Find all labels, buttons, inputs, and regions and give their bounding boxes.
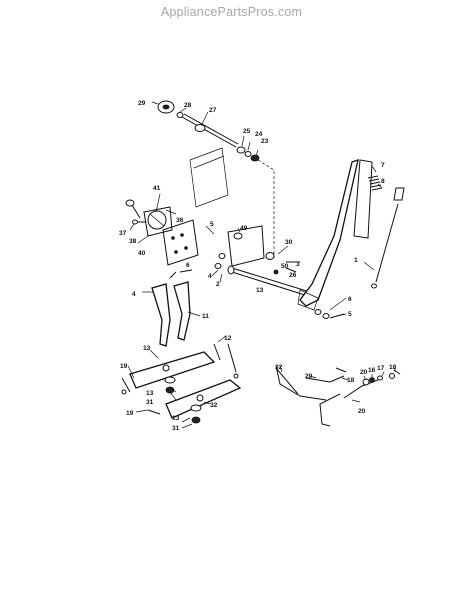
callout: 4 xyxy=(132,291,136,298)
callout: 32 xyxy=(210,402,218,409)
lower-rod-assembly xyxy=(275,365,401,427)
callout: 20 xyxy=(305,373,313,380)
callout: 11 xyxy=(202,313,209,320)
callout: 41 xyxy=(153,185,161,192)
callout: 5 xyxy=(348,311,352,318)
callout: 13 xyxy=(143,345,151,352)
callout: 29 xyxy=(138,100,146,107)
callout: 13 xyxy=(256,287,264,294)
callout: 12 xyxy=(224,335,232,342)
callout: 20 xyxy=(358,408,366,415)
lift-links xyxy=(151,269,193,347)
callout: 31 xyxy=(146,399,154,406)
callout: 37 xyxy=(119,230,127,237)
center-bracket xyxy=(214,225,275,269)
callout: 2 xyxy=(216,281,220,288)
callout: 28 xyxy=(184,102,192,109)
watermark: AppliancePartsPros.com xyxy=(160,5,303,19)
callout: 19 xyxy=(120,363,128,370)
callout: 17 xyxy=(377,365,385,372)
callout: 27 xyxy=(209,107,217,114)
callout: 40 xyxy=(138,250,146,257)
callout: 3 xyxy=(296,261,300,268)
callout: 16 xyxy=(368,367,376,374)
callout: 36 xyxy=(176,217,184,224)
callout: 4 xyxy=(208,273,212,280)
callout: 7 xyxy=(381,162,385,169)
callout: 13 xyxy=(172,415,180,422)
callout: 50 xyxy=(281,263,289,270)
callout: 20 xyxy=(360,369,368,376)
leader-lines xyxy=(127,101,397,429)
lift-arm-upper xyxy=(121,343,221,395)
spring-and-rod xyxy=(367,175,405,289)
callout: 30 xyxy=(285,239,293,246)
callout: 31 xyxy=(172,425,180,432)
callout-labels: 29 28 27 25 24 23 7 8 41 37 36 38 40 5 4… xyxy=(119,100,397,432)
callout: 25 xyxy=(243,128,251,135)
callout: 49 xyxy=(240,225,248,232)
left-bracket xyxy=(125,199,199,266)
lift-arm-lower xyxy=(147,343,242,424)
callout: 1 xyxy=(354,257,358,264)
callout: 23 xyxy=(261,138,269,145)
callout: 6 xyxy=(348,296,352,303)
callout: 19 xyxy=(126,410,134,417)
callout: 5 xyxy=(210,221,214,228)
callout: 18 xyxy=(347,377,355,384)
callout: 26 xyxy=(289,272,297,279)
callout: 24 xyxy=(255,131,263,138)
lift-lever xyxy=(297,159,373,319)
callout: 8 xyxy=(381,178,385,185)
callout: 6 xyxy=(186,262,190,269)
callout: 38 xyxy=(129,238,137,245)
cover-plate xyxy=(189,147,229,208)
small-hardware xyxy=(273,261,300,275)
callout: 18 xyxy=(389,364,397,371)
lift-knob-assembly xyxy=(157,100,275,258)
callout: 32 xyxy=(275,364,283,371)
lift-shaft xyxy=(227,265,311,297)
callout: 13 xyxy=(146,390,154,397)
